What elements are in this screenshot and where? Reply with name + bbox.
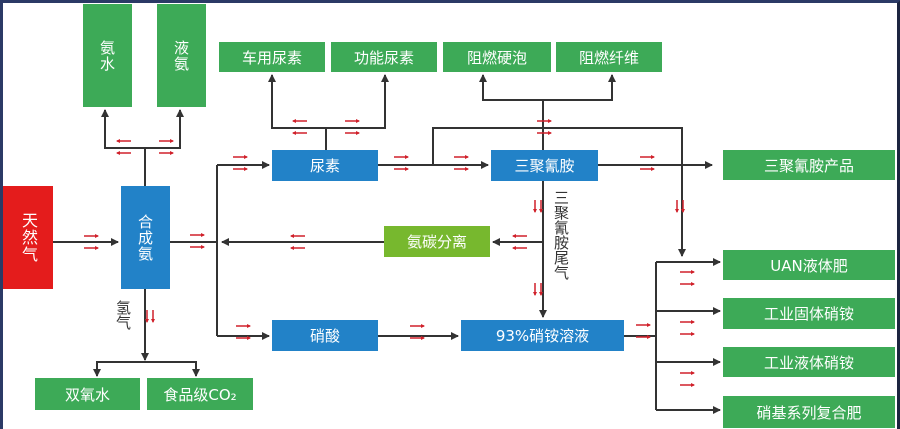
node-fr-fiber: 阻燃纤维 (556, 42, 662, 72)
node-an-solution: 93%硝铵溶液 (461, 320, 624, 351)
node-industrial-liquid-an: 工业液体硝铵 (723, 347, 895, 377)
node-uan-liquid-fertilizer: UAN液体肥 (723, 250, 895, 280)
node-natural-gas: 天然气 (3, 186, 53, 289)
node-label: 天然气 (19, 212, 38, 263)
node-label: 氨水 (98, 39, 116, 72)
node-melamine-products: 三聚氰胺产品 (723, 150, 895, 180)
edge-label-melamine-tail-gas: 三聚氰胺尾气 (552, 190, 570, 280)
node-label: 液氨 (172, 39, 190, 72)
node-urea: 尿素 (272, 150, 378, 181)
node-ammonia-co2-separation: 氨碳分离 (384, 226, 490, 257)
flow-line (101, 109, 145, 149)
node-hydrogen-peroxide: 双氧水 (35, 378, 140, 410)
node-fr-rigid-foam: 阻燃硬泡 (443, 42, 551, 72)
node-synthetic-ammonia: 合成氨 (121, 186, 170, 289)
node-liquid-ammonia: 液氨 (157, 4, 206, 107)
flow-line (326, 74, 389, 129)
edge-label-hydrogen: 氢气 (114, 300, 132, 330)
node-label: 合成氨 (136, 213, 154, 262)
node-vehicle-urea: 车用尿素 (219, 42, 325, 72)
node-functional-urea: 功能尿素 (331, 42, 437, 72)
node-nitric-acid: 硝酸 (272, 320, 378, 351)
node-industrial-solid-an: 工业固体硝铵 (723, 298, 895, 329)
flow-line (268, 74, 326, 129)
node-food-grade-co2: 食品级CO₂ (147, 378, 253, 410)
flow-line (145, 361, 200, 377)
flow-line (543, 74, 616, 101)
flow-line (93, 361, 145, 377)
flow-line (145, 109, 184, 149)
node-melamine: 三聚氰胺 (491, 150, 598, 181)
node-ammonia-water: 氨水 (83, 4, 132, 107)
node-nitro-compound-fertilizer: 硝基系列复合肥 (723, 396, 895, 428)
flow-line (432, 127, 686, 257)
flow-line (479, 74, 543, 101)
